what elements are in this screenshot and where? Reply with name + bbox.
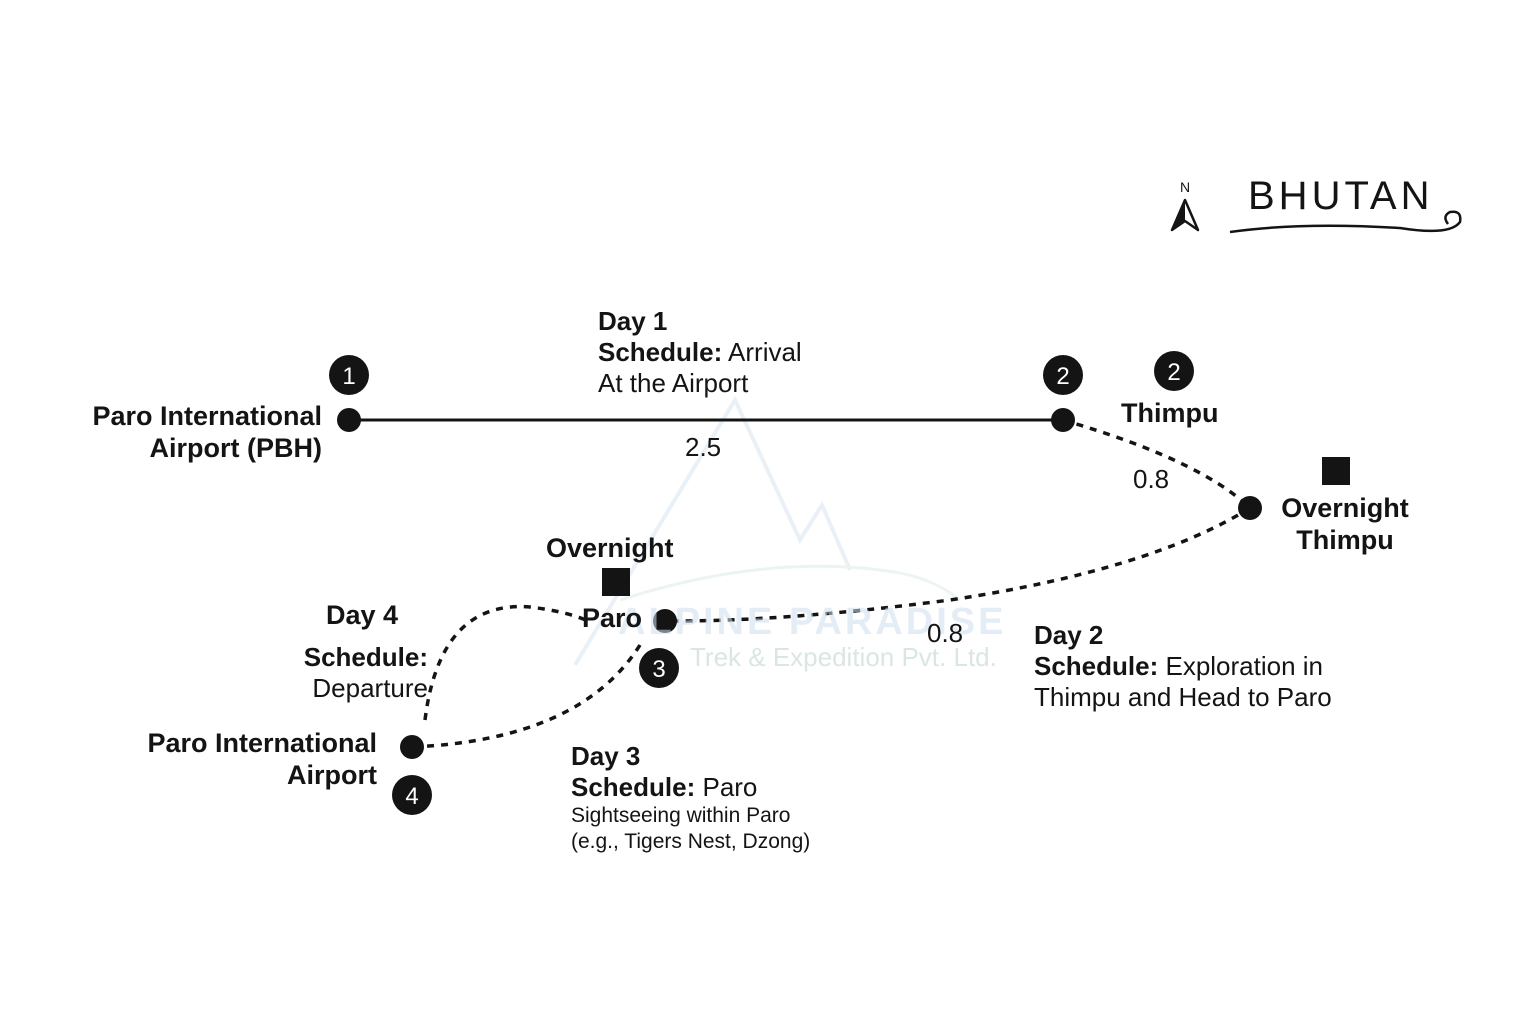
svg-text:N: N xyxy=(1180,179,1190,195)
route-day2 xyxy=(664,506,1251,623)
day4-schedule-line1: Departure xyxy=(312,673,428,704)
stop-dot-paro-airport-start[interactable] xyxy=(337,408,361,432)
day4-schedule-label: Schedule: xyxy=(303,642,428,672)
badge-2-route: 2 xyxy=(1043,355,1083,395)
route-thimpu-overnight xyxy=(1062,418,1252,510)
leg-1-distance: 2.5 xyxy=(685,432,722,462)
badge-1: 1 xyxy=(329,355,369,395)
watermark-logo xyxy=(573,395,961,667)
route-day4 xyxy=(423,604,591,721)
leg-3-distance: 0.8 xyxy=(927,618,964,648)
day4-title: Day 4 xyxy=(326,600,399,630)
svg-text:2: 2 xyxy=(1167,359,1180,386)
day1-schedule-line2: At the Airport xyxy=(598,368,749,399)
day3-detail-line2: (e.g., Tigers Nest, Dzong) xyxy=(571,829,811,853)
badge-2-label: 2 xyxy=(1154,351,1194,391)
stop-dot-paro[interactable] xyxy=(653,609,677,633)
svg-text:1: 1 xyxy=(342,363,355,390)
day2-schedule-line2: Thimpu and Head to Paro xyxy=(1034,682,1332,713)
badge-4: 4 xyxy=(392,775,432,815)
day3-title: Day 3 xyxy=(571,741,641,771)
stop-overnight-thimpu-label: Overnight Thimpu xyxy=(1270,492,1420,557)
svg-text:3: 3 xyxy=(652,656,665,683)
day4-info: Schedule: Departure xyxy=(230,642,428,704)
overnight-marker-paro xyxy=(602,568,630,596)
overnight-thimpu-line1: Overnight xyxy=(1281,493,1409,523)
day3-info: Day 3 Schedule: Paro Sightseeing within … xyxy=(571,741,810,854)
day1-schedule-label: Schedule: xyxy=(598,337,723,368)
svg-text:4: 4 xyxy=(405,783,418,810)
stop-dot-thimpu[interactable] xyxy=(1051,408,1075,432)
route-day3 xyxy=(411,644,642,749)
day2-info: Day 2 Schedule: Exploration in Thimpu an… xyxy=(1034,620,1332,714)
overnight-paro-label: Overnight xyxy=(546,533,674,563)
stop-paro-label: Paro xyxy=(582,603,643,633)
day1-title: Day 1 xyxy=(598,306,668,336)
day2-schedule-line1: Exploration in xyxy=(1158,651,1324,682)
watermark-name: ALPINE PARADISE xyxy=(618,601,1007,643)
leg-2-distance: 0.8 xyxy=(1133,464,1170,494)
overnight-marker-thimpu xyxy=(1322,457,1350,485)
stop-paro-airport-start-label: Paro International Airport (PBH) xyxy=(40,400,322,465)
brand-underline xyxy=(1229,210,1462,234)
stop-thimpu-label: Thimpu xyxy=(1121,398,1219,428)
day1-schedule-line1: Arrival xyxy=(722,337,802,368)
badge-3: 3 xyxy=(639,648,679,688)
stop-4-name-line2: Airport xyxy=(287,760,377,791)
brand-title: BHUTAN xyxy=(1248,174,1434,218)
stop-4-name-line1: Paro International xyxy=(147,728,377,758)
day3-schedule-label: Schedule: xyxy=(571,772,696,803)
day3-detail-line1: Sightseeing within Paro xyxy=(571,804,791,828)
day2-schedule-label: Schedule: xyxy=(1034,651,1159,682)
stop-1-name-line1: Paro International xyxy=(92,401,322,431)
stop-paro-airport-end-label: Paro International Airport xyxy=(100,727,377,792)
stop-dot-paro-airport-end[interactable] xyxy=(400,735,424,759)
day1-info: Day 1 Schedule: Arrival At the Airport xyxy=(598,306,802,400)
overnight-thimpu-line2: Thimpu xyxy=(1296,525,1394,556)
stop-1-name-line2: Airport (PBH) xyxy=(149,433,322,464)
day3-schedule-line1: Paro xyxy=(695,772,758,803)
stop-dot-overnight-thimpu[interactable] xyxy=(1238,496,1262,520)
svg-text:2: 2 xyxy=(1056,363,1069,390)
north-arrow-icon: N xyxy=(1170,179,1200,232)
watermark-subtitle: Trek & Expedition Pvt. Ltd. xyxy=(690,642,997,672)
day2-title: Day 2 xyxy=(1034,620,1104,650)
